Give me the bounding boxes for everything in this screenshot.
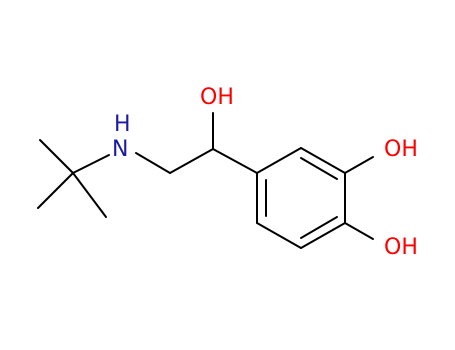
bond-tbu-n [72, 154, 110, 174]
bond-tbu-methyl-bottom-right [72, 172, 107, 218]
bond-tbu-methyl-top [39, 139, 74, 174]
amine-label-group: H N [112, 112, 131, 162]
ring-double-bond-2 [300, 157, 338, 180]
tert-butyl-group [37, 139, 110, 218]
ring-bond-1 [256, 147, 302, 174]
amine-h-label: H [114, 112, 131, 137]
ring-bond-5 [256, 222, 302, 249]
ring-hydroxyl-bottom-label: OH [384, 235, 418, 260]
ring-hydroxyl-top-label: OH [384, 137, 418, 162]
ring-double-bond-3 [300, 216, 338, 239]
side-hydroxyl-label: OH [200, 85, 234, 110]
ring-bond-2 [300, 147, 346, 174]
benzene-ring [256, 147, 346, 249]
bond-ring-oh-bottom [344, 222, 374, 240]
ring-bond-4 [300, 222, 346, 249]
bond-ring-oh-top [344, 156, 374, 174]
bond-ch-ring [212, 148, 258, 174]
amine-n-label: N [112, 137, 128, 162]
bond-n-ch2 [135, 152, 171, 174]
bond-tbu-methyl-bottom-left [37, 172, 74, 209]
bond-ch2-choh [169, 148, 214, 174]
